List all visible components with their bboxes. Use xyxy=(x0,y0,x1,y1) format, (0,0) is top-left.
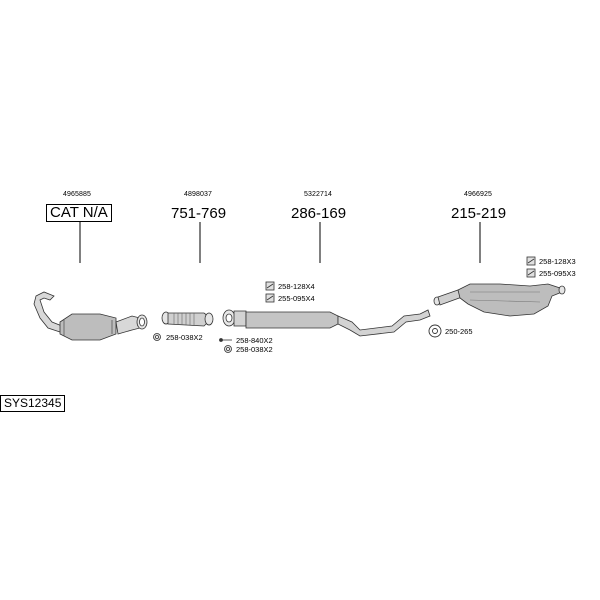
rear-silencer-part xyxy=(433,283,566,317)
nut-icon xyxy=(153,333,161,341)
front-pipe-part xyxy=(161,311,214,327)
accessory-label[interactable]: 258-038X2 xyxy=(236,345,273,354)
rubber-mount-icon xyxy=(428,324,442,338)
clamp-icon-rear xyxy=(526,256,536,278)
part-number-middle[interactable]: 286-169 xyxy=(291,205,347,222)
system-id-label: SYS12345 xyxy=(0,395,66,412)
accessory-label[interactable]: 258-128X4 xyxy=(278,282,315,291)
oe-number-front-pipe: 4898037 xyxy=(184,191,212,198)
oe-number-middle: 5322714 xyxy=(304,191,332,198)
accessory-label[interactable]: 258-038X2 xyxy=(166,333,203,342)
accessory-label[interactable]: 255-095X4 xyxy=(278,294,315,303)
accessory-label[interactable]: 258-840X2 xyxy=(236,336,273,345)
clamp-icon-middle xyxy=(265,281,275,303)
part-number-cat[interactable]: CAT N/A xyxy=(46,204,112,222)
accessory-label[interactable]: 250-265 xyxy=(445,327,473,336)
oe-number-cat: 4965885 xyxy=(63,191,91,198)
catalytic-converter-part xyxy=(33,291,148,341)
nut-icon-2 xyxy=(224,345,232,353)
part-number-rear[interactable]: 215-219 xyxy=(451,205,507,222)
bolt-icon xyxy=(219,338,232,342)
accessory-label[interactable]: 258-128X3 xyxy=(539,257,576,266)
middle-silencer-part xyxy=(222,309,431,337)
accessory-label[interactable]: 255-095X3 xyxy=(539,269,576,278)
part-number-front-pipe[interactable]: 751-769 xyxy=(171,205,227,222)
oe-number-rear: 4966925 xyxy=(464,191,492,198)
